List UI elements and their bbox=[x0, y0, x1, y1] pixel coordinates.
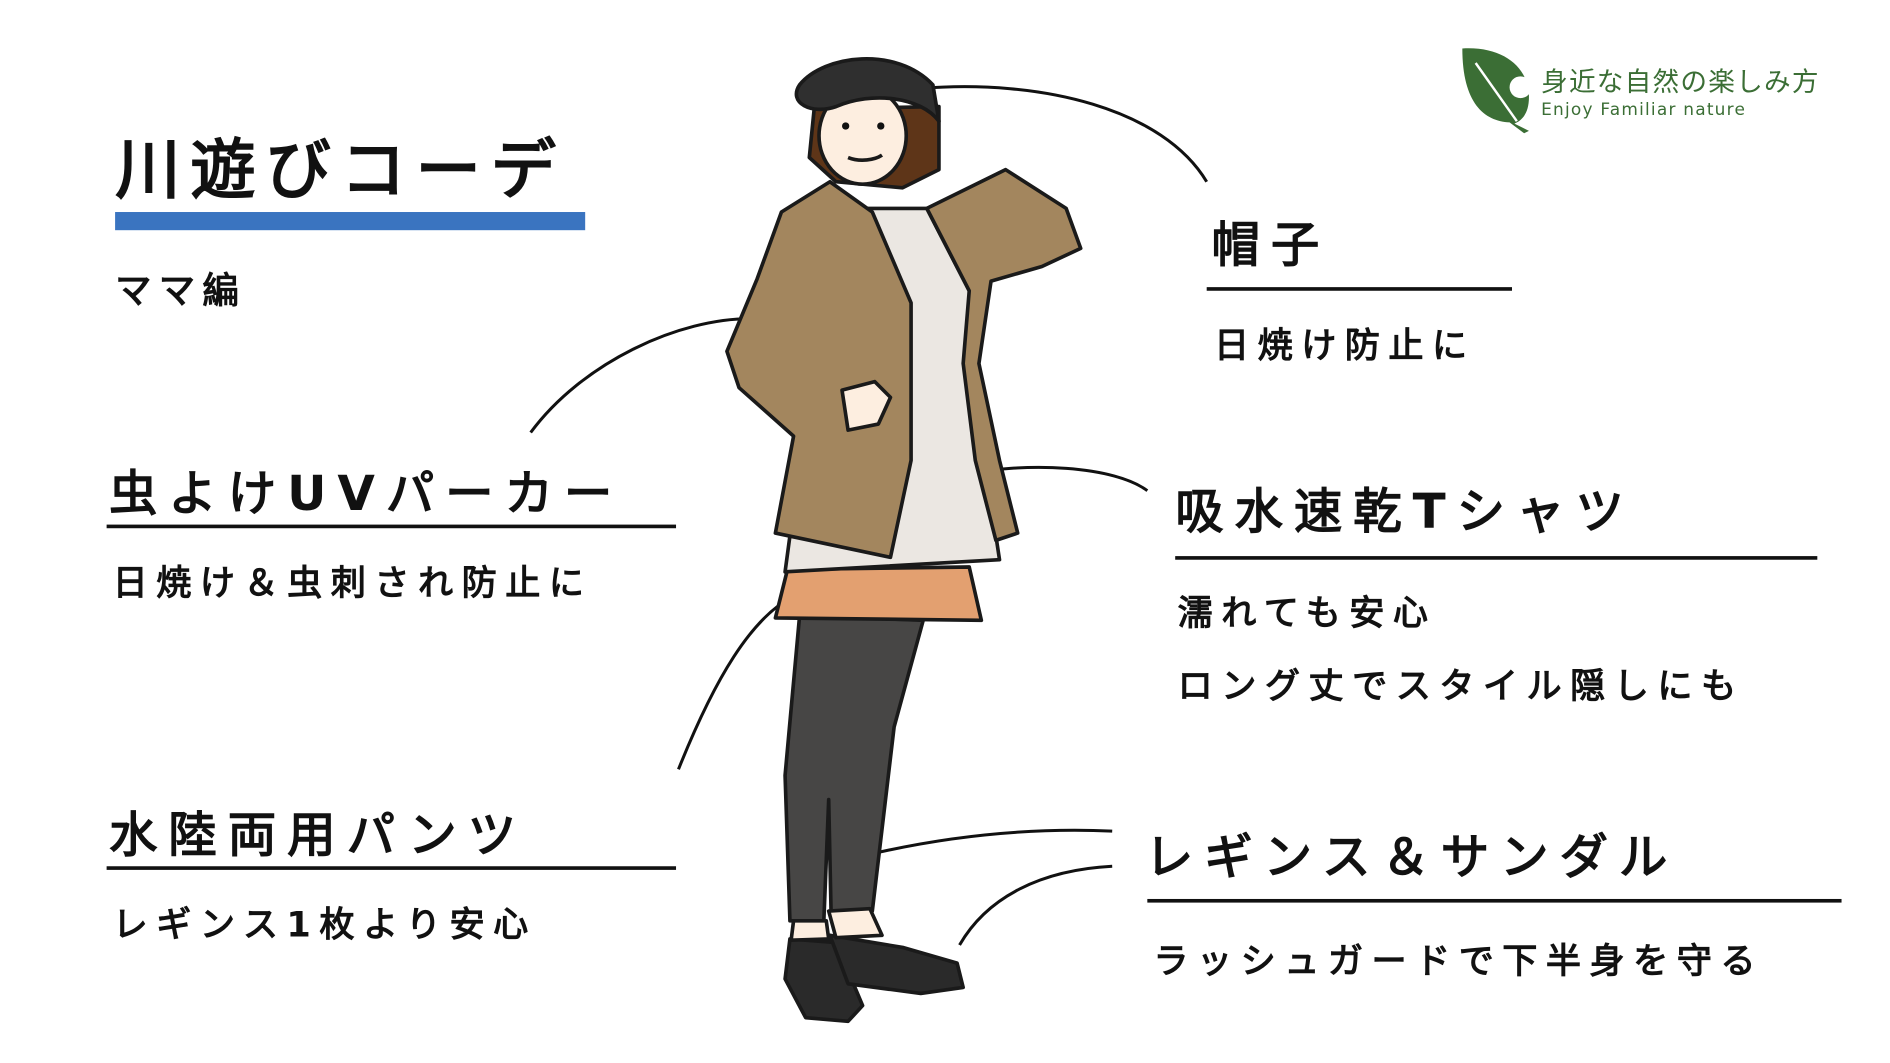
leader-line-pants bbox=[677, 594, 795, 770]
page-subtitle: ママ編 bbox=[115, 270, 246, 313]
hand bbox=[840, 379, 893, 432]
desc-pants: レギンス1枚より安心 bbox=[112, 903, 537, 946]
jacket-left bbox=[725, 179, 913, 560]
divider-hat bbox=[1206, 287, 1513, 291]
leader-line-sandals bbox=[958, 864, 1113, 946]
leader-line-leggings bbox=[859, 828, 1113, 859]
divider-parka bbox=[106, 524, 677, 529]
hat bbox=[794, 57, 941, 123]
label-tshirt: 吸水速乾Tシャツ bbox=[1175, 484, 1635, 541]
desc-leggings-sandals: ラッシュガードで下半身を守る bbox=[1153, 940, 1765, 982]
label-pants: 水陸両用パンツ bbox=[109, 808, 528, 864]
title-underline bbox=[115, 212, 586, 231]
sandal-right bbox=[828, 933, 965, 996]
desc-tshirt-2: ロング丈でスタイル隠しにも bbox=[1177, 665, 1745, 707]
page-title: 川遊びコーデ bbox=[115, 132, 566, 209]
label-parka: 虫よけUVパーカー bbox=[109, 466, 624, 523]
desc-parka: 日焼け＆虫刺され防止に bbox=[112, 562, 593, 604]
logo-text-en: Enjoy Familiar nature bbox=[1541, 100, 1747, 120]
divider-pants bbox=[106, 866, 677, 870]
label-leggings-sandals: レギンス＆サンダル bbox=[1144, 829, 1679, 886]
shorts bbox=[773, 565, 984, 623]
leggings bbox=[783, 613, 926, 923]
label-hat: 帽子 bbox=[1211, 218, 1331, 274]
feet bbox=[789, 906, 884, 942]
desc-tshirt-1: 濡れても安心 bbox=[1177, 592, 1437, 634]
logo-text-jp: 身近な自然の楽しみ方 bbox=[1541, 67, 1820, 99]
divider-tshirt bbox=[1175, 556, 1818, 560]
leader-line-hat bbox=[920, 85, 1208, 183]
woman-figure bbox=[725, 57, 1083, 1024]
divider-leggings-sandals bbox=[1147, 898, 1842, 903]
leader-line-parka bbox=[529, 317, 754, 434]
desc-hat: 日焼け防止に bbox=[1213, 324, 1476, 366]
jacket-right bbox=[925, 167, 1083, 543]
